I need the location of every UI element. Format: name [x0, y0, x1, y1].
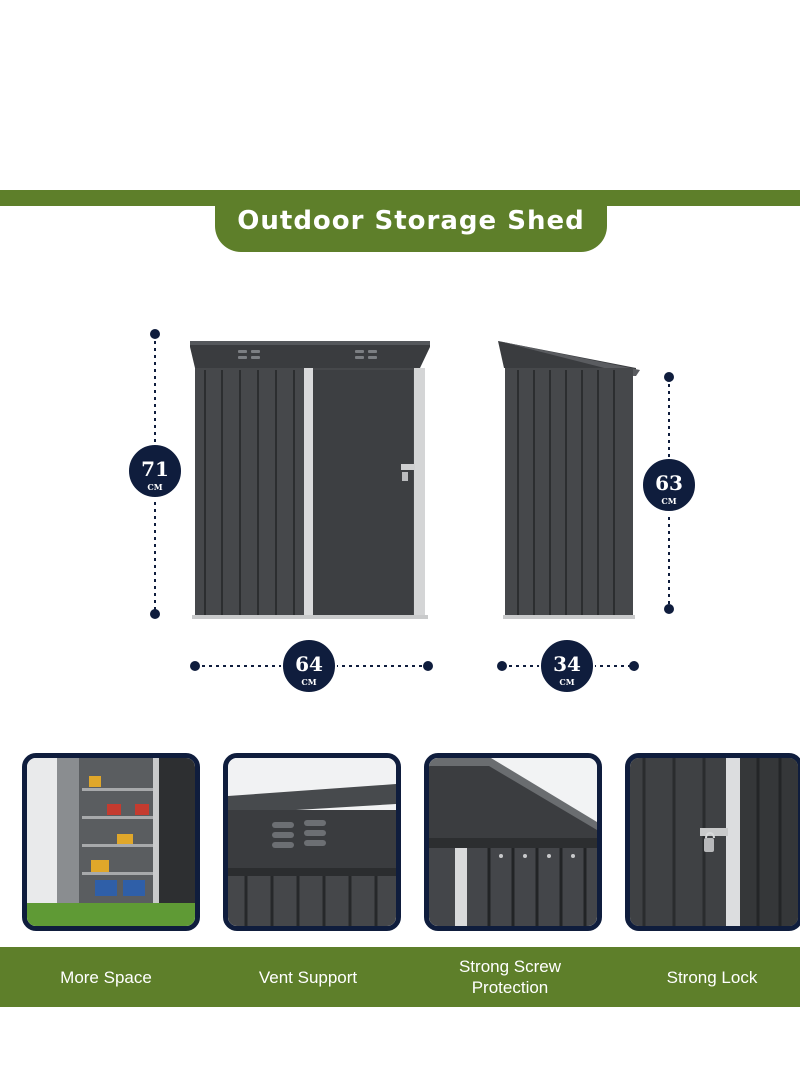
strong-lock-image	[625, 753, 800, 931]
feature-label-strong-screw-protection: Strong Screw Protection	[458, 957, 562, 997]
vent-support-image	[223, 753, 401, 931]
front-width-badge: 64 CM	[281, 638, 337, 694]
svg-text:CM: CM	[147, 482, 162, 492]
feature-label-vent-support: Vent Support	[258, 967, 358, 987]
svg-text:63: 63	[655, 471, 683, 495]
feature-footer-bar	[0, 947, 800, 1007]
feature-label-more-space: More Space	[60, 967, 152, 987]
feature-label-strong-lock: Strong Lock	[666, 967, 758, 987]
shed-side-view	[498, 341, 640, 619]
svg-text:CM: CM	[301, 677, 316, 687]
shed-front-view	[190, 341, 430, 619]
side-height-badge: 63 CM	[641, 457, 697, 513]
more-space-image	[22, 753, 200, 931]
svg-text:64: 64	[295, 652, 323, 676]
front-height-badge: 71 CM	[127, 443, 183, 499]
svg-text:34: 34	[553, 652, 581, 676]
strong-screw-protection-image	[424, 753, 602, 931]
side-depth-badge: 34 CM	[539, 638, 595, 694]
shed-dimension-diagram: 71 CM 63 CM 64 CM 34 CM	[127, 329, 697, 694]
svg-text:CM: CM	[559, 677, 574, 687]
svg-text:CM: CM	[661, 496, 676, 506]
svg-text:71: 71	[141, 457, 169, 481]
page-title: Outdoor Storage Shed	[215, 190, 607, 252]
